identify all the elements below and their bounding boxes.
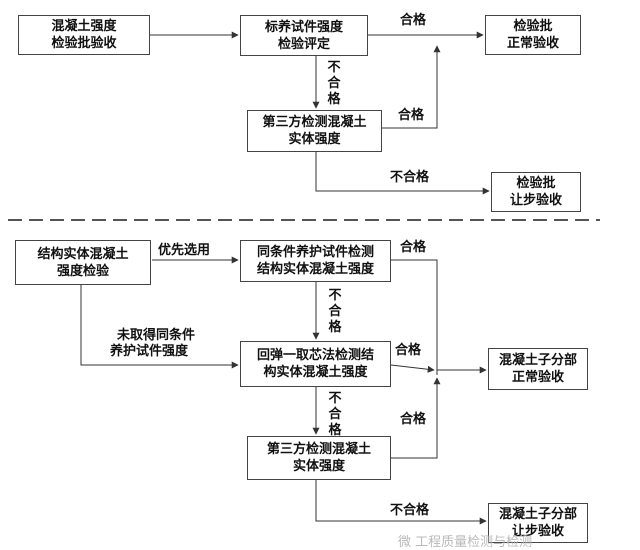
label-fail-4: 不合格 xyxy=(328,391,342,438)
box-third-party-testing-2: 第三方检测混凝土 实体强度 xyxy=(247,436,391,480)
label-pass-4: 合格 xyxy=(395,343,422,358)
box-subdivision-normal-acceptance: 混凝土子分部 正常验收 xyxy=(488,348,588,390)
label-fail-2: 不合格 xyxy=(390,170,430,185)
box-structural-entity-strength-test: 结构实体混凝土 强度检验 xyxy=(15,240,151,285)
label-fail-5: 不合格 xyxy=(390,503,430,518)
label-pass-1: 合格 xyxy=(400,13,427,28)
label-not-obtained-2: 养护试件强度 xyxy=(110,344,189,359)
box-same-condition-cured-testing: 同条件养护试件检测 结构实体混凝土强度 xyxy=(240,240,391,282)
box-batch-normal-acceptance: 检验批 正常验收 xyxy=(485,15,581,55)
label-fail-3: 不合格 xyxy=(328,288,342,335)
watermark: 微 工程质量检测与检测 xyxy=(398,535,533,550)
arrow-third-to-fail xyxy=(315,480,487,525)
box-standard-cured-evaluation: 标养试件强度 检验评定 xyxy=(240,15,368,56)
label-not-obtained-1: 未取得同条件 xyxy=(117,328,196,343)
line-same-to-merge xyxy=(391,259,438,375)
box-subdivision-concession-acceptance: 混凝土子分部 让步验收 xyxy=(488,503,588,543)
box-concrete-batch-acceptance: 混凝土强度 检验批验收 xyxy=(18,15,150,55)
box-third-party-testing-1: 第三方检测混凝土 实体强度 xyxy=(247,110,382,152)
arrow-start-to-rebound xyxy=(80,285,239,369)
label-pass-5: 合格 xyxy=(400,412,427,427)
arrow-rebound-to-merge xyxy=(390,364,435,373)
box-rebound-core-testing: 回弹一取芯法检测结 构实体混凝土强度 xyxy=(240,341,391,387)
line-third-to-merge xyxy=(391,377,441,459)
label-priority: 优先选用 xyxy=(158,243,211,258)
arrow-third-to-fail xyxy=(315,152,490,195)
label-fail-1: 不合格 xyxy=(327,60,341,107)
box-batch-concession-acceptance: 检验批 让步验收 xyxy=(491,172,581,212)
line-third-to-pass xyxy=(382,45,441,129)
label-pass-2: 合格 xyxy=(398,108,425,123)
label-pass-3: 合格 xyxy=(400,240,427,255)
